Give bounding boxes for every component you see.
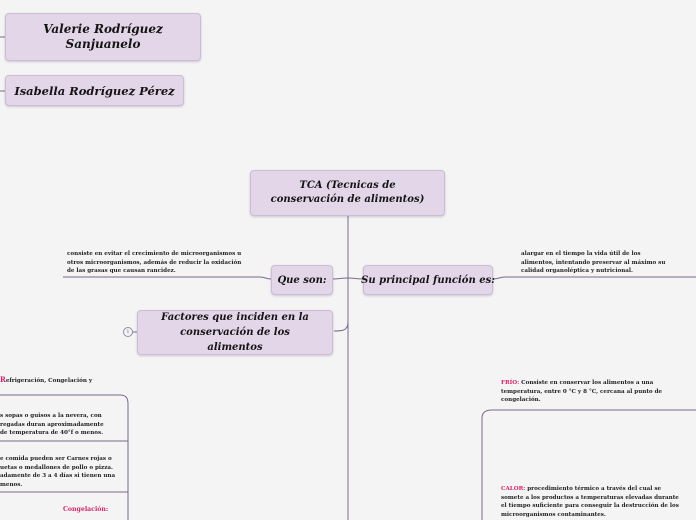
factores-collapse-badge[interactable]: 1 — [123, 327, 133, 337]
frio-text: Consiste en conservar los alimentos a un… — [501, 380, 663, 403]
funcion-label: Su principal función es: — [361, 274, 495, 286]
tipos-text: efrigeración, Congelación y — [5, 378, 93, 384]
que-son-label: Que son: — [277, 274, 327, 286]
factores-connector — [333, 308, 349, 332]
frio-note: FRÍO: Consiste en conservar los alimento… — [501, 379, 663, 405]
root-node[interactable]: TCA (Tecnicas de conservación de aliment… — [250, 170, 445, 216]
tipos-note: Refrigeración, Congelación y — [0, 375, 120, 386]
calor-label: CALOR: — [501, 486, 526, 492]
funcion-node[interactable]: Su principal función es: — [361, 265, 495, 295]
factores-node[interactable]: Factores que inciden en la conservación … — [137, 310, 333, 355]
author1-label: Valerie Rodríguez Sanjuanelo — [43, 22, 163, 51]
calor-note: CALOR: procedimiento térmico a través de… — [501, 485, 679, 519]
frio-label: FRÍO: — [501, 380, 520, 386]
factores-badge-count: 1 — [126, 329, 130, 335]
right-list-line — [481, 409, 696, 520]
funcion-connector — [347, 277, 364, 280]
calor-text: procedimiento térmico a través del cual … — [501, 486, 679, 518]
factores-label: Factores que inciden en la conservación … — [161, 312, 309, 353]
refrigeracion-note-2: e comida pueden ser Carnes rojas o uetas… — [0, 456, 116, 488]
que-son-connector — [332, 277, 349, 280]
tipos-initial: R — [0, 375, 6, 384]
que-son-note: consiste en evitar el crecimiento de mic… — [67, 251, 242, 274]
left-list-line — [0, 394, 129, 520]
author1-node[interactable]: Valerie Rodríguez Sanjuanelo — [5, 13, 201, 61]
root-label: TCA (Tecnicas de conservación de aliment… — [270, 180, 425, 205]
funcion-note-line — [492, 276, 696, 280]
author2-label: Isabella Rodríguez Pérez — [14, 83, 175, 98]
funcion-note: alargar en el tiempo la vida útil de los… — [521, 251, 666, 274]
congelacion-label: Congelación: — [63, 506, 109, 513]
refrigeracion-note-1: s sopas o guisos a la nevera, con regada… — [0, 413, 104, 436]
que-son-node[interactable]: Que son: — [271, 265, 333, 295]
author2-node[interactable]: Isabella Rodríguez Pérez — [5, 75, 184, 106]
que-son-note-line — [63, 276, 272, 280]
